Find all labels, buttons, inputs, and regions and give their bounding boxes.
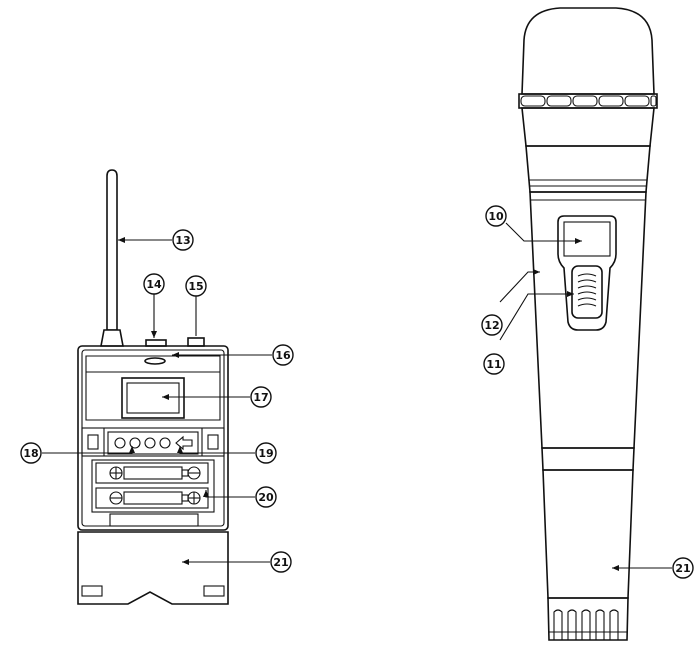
callout-16: 16	[272, 344, 294, 366]
callout-10-label: 10	[488, 210, 504, 223]
callout-20: 20	[255, 486, 277, 508]
callout-11-label: 11	[486, 358, 501, 371]
leader-lines	[42, 222, 672, 571]
microphone-grille	[521, 7, 655, 95]
handheld-microphone	[518, 7, 658, 641]
callout-13: 13	[172, 229, 194, 251]
battery-cover	[77, 531, 229, 605]
callout-14: 14	[143, 273, 165, 295]
callout-21-bodypack-label: 21	[273, 556, 288, 569]
callout-17-label: 17	[253, 391, 268, 404]
callout-12-label: 12	[484, 319, 499, 332]
callout-19: 19	[255, 442, 277, 464]
callout-10: 10	[485, 205, 507, 227]
callout-16-label: 16	[275, 349, 291, 362]
callout-12: 12	[481, 314, 503, 336]
callout-17: 17	[250, 386, 272, 408]
callout-15: 15	[185, 275, 207, 297]
ir-sensor	[144, 357, 166, 365]
bodypack-body	[77, 345, 229, 531]
bodypack-transmitter	[77, 169, 229, 605]
control-panel	[557, 215, 617, 331]
battery-2	[95, 487, 209, 509]
callout-13-label: 13	[175, 234, 190, 247]
callout-18-label: 18	[23, 447, 38, 460]
arrow-left-icon	[175, 435, 193, 451]
lcd-screen	[126, 382, 180, 414]
mute-switch	[145, 339, 167, 347]
callout-11: 11	[483, 353, 505, 375]
lcd-frame	[121, 377, 185, 419]
battery-cover-handheld	[542, 469, 634, 599]
battery-1	[95, 462, 209, 484]
callout-21-handheld-label: 21	[675, 562, 690, 575]
bottom-cap	[547, 597, 629, 641]
button-3	[144, 437, 156, 449]
callout-14-label: 14	[146, 278, 162, 291]
antenna	[100, 169, 124, 347]
button-2	[129, 437, 141, 449]
display-window	[563, 221, 611, 257]
power-switch	[187, 337, 205, 347]
callout-18: 18	[20, 442, 42, 464]
callout-21-handheld: 21	[672, 557, 694, 579]
button-4	[159, 437, 171, 449]
callout-15-label: 15	[188, 280, 203, 293]
button-1	[114, 437, 126, 449]
microphone-body	[529, 191, 647, 449]
callout-19-label: 19	[258, 447, 273, 460]
callout-21-bodypack: 21	[270, 551, 292, 573]
callout-20-label: 20	[258, 491, 274, 504]
